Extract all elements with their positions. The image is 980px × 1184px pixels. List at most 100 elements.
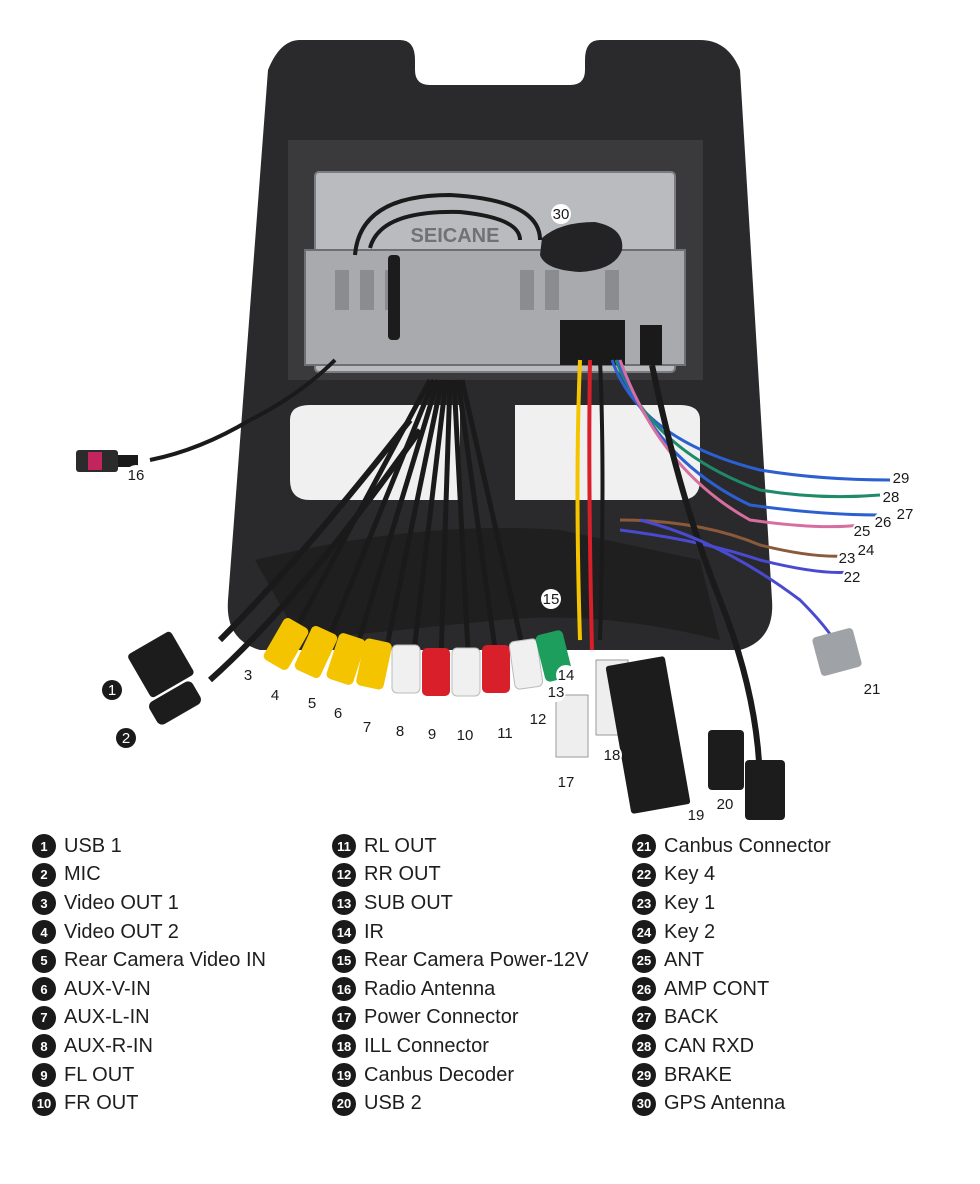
- legend-number-badge: 26: [632, 977, 656, 1002]
- callout-number: 15: [543, 591, 560, 608]
- legend-label: AMP CONT: [664, 977, 770, 1000]
- callout-number: 5: [308, 695, 316, 712]
- legend-label: CAN RXD: [664, 1034, 755, 1057]
- callout-number: 3: [244, 667, 252, 684]
- legend-item: 23 Key 1: [632, 889, 952, 918]
- callout-circle: [265, 685, 285, 705]
- legend-label: Canbus Decoder: [364, 1063, 515, 1086]
- callout-number: 7: [363, 719, 371, 736]
- callout-marker: 11: [495, 723, 515, 743]
- legend-number-badge: 6: [32, 977, 56, 1002]
- gps-antenna: [353, 192, 623, 272]
- brand-logo: SEICANE: [411, 225, 500, 247]
- legend-number-badge: 1: [32, 834, 56, 859]
- callout-marker: 25: [852, 521, 872, 541]
- legend-item: 7 AUX-L-IN: [32, 1004, 332, 1033]
- legend-label: Radio Antenna: [364, 977, 496, 1000]
- callout-circle: [390, 721, 410, 741]
- callout-circle: [541, 589, 561, 609]
- legend-label: RR OUT: [364, 863, 441, 886]
- callout-circle: [715, 794, 735, 814]
- callout-marker: 13: [546, 682, 566, 702]
- callout-circle: [302, 693, 322, 713]
- legend-number-badge: 11: [332, 834, 356, 859]
- callout-circle: [856, 540, 876, 560]
- legend-number-badge: 20: [332, 1091, 356, 1116]
- callout-number: 14: [558, 667, 575, 684]
- callout-number: 30: [553, 206, 570, 223]
- callout-number: 28: [883, 489, 900, 506]
- callout-marker: 12: [528, 709, 548, 729]
- callout-number: 25: [854, 523, 871, 540]
- callout-marker: 3: [238, 665, 258, 685]
- callout-circle: [238, 665, 258, 685]
- legend-number-badge: 22: [632, 862, 656, 887]
- callout-number: 27: [897, 506, 914, 523]
- legend-number-badge: 8: [32, 1034, 56, 1059]
- legend-label: AUX-L-IN: [64, 1006, 150, 1029]
- callout-number: 13: [548, 684, 565, 701]
- legend-number-badge: 7: [32, 1005, 56, 1030]
- legend-number-badge: 10: [32, 1091, 56, 1116]
- callout-number: 26: [875, 514, 892, 531]
- callout-marker: 28: [881, 487, 901, 507]
- callout-number: 23: [839, 550, 856, 567]
- legend-label: FR OUT: [64, 1092, 139, 1115]
- legend-number-badge: 5: [32, 948, 56, 973]
- legend-number-badge: 13: [332, 891, 356, 916]
- callout-marker: 29: [891, 468, 911, 488]
- callout-circle: [102, 680, 122, 700]
- callout-number: 4: [271, 687, 279, 704]
- legend-label: Key 2: [664, 920, 716, 943]
- callout-number: 9: [428, 726, 436, 743]
- legend-number-badge: 21: [632, 834, 656, 859]
- radio-antenna-cable: [76, 255, 400, 472]
- callout-circle: [126, 465, 146, 485]
- callout-marker: 4: [265, 685, 285, 705]
- callout-number: 20: [717, 796, 734, 813]
- legend-label: Rear Camera Video IN: [64, 949, 266, 972]
- callout-circle: [455, 725, 475, 745]
- legend-number-badge: 4: [32, 920, 56, 945]
- callout-marker: 8: [390, 721, 410, 741]
- callout-marker: 1: [102, 680, 122, 700]
- legend-item: 10 FR OUT: [32, 1089, 332, 1118]
- legend-label: Canbus Connector: [664, 834, 831, 857]
- legend-number-badge: 17: [332, 1005, 356, 1030]
- legend-number-badge: 3: [32, 891, 56, 916]
- legend-number-badge: 16: [332, 977, 356, 1002]
- callout-marker: 6: [328, 703, 348, 723]
- callout-marker: 30: [551, 204, 571, 224]
- callout-marker: 27: [895, 504, 915, 524]
- callout-marker: 2: [116, 728, 136, 748]
- legend-label: Key 1: [664, 891, 716, 914]
- callout-marker: 5: [302, 693, 322, 713]
- legend-number-badge: 18: [332, 1034, 356, 1059]
- callout-marker: 22: [842, 567, 862, 587]
- legend-number-badge: 30: [632, 1091, 656, 1116]
- callout-marker: 20: [715, 794, 735, 814]
- legend-item: 16 Radio Antenna: [332, 975, 632, 1004]
- legend-number-badge: 23: [632, 891, 656, 916]
- legend-label: GPS Antenna: [664, 1092, 786, 1115]
- callout-marker: 15: [541, 589, 561, 609]
- callout-circle: [895, 504, 915, 524]
- legend-label: Video OUT 1: [64, 891, 179, 914]
- callout-marker: 18: [602, 745, 622, 765]
- callout-number: 16: [128, 467, 145, 484]
- callout-circle: [873, 512, 893, 532]
- legend-label: ANT: [664, 949, 704, 972]
- callout-circle: [602, 745, 622, 765]
